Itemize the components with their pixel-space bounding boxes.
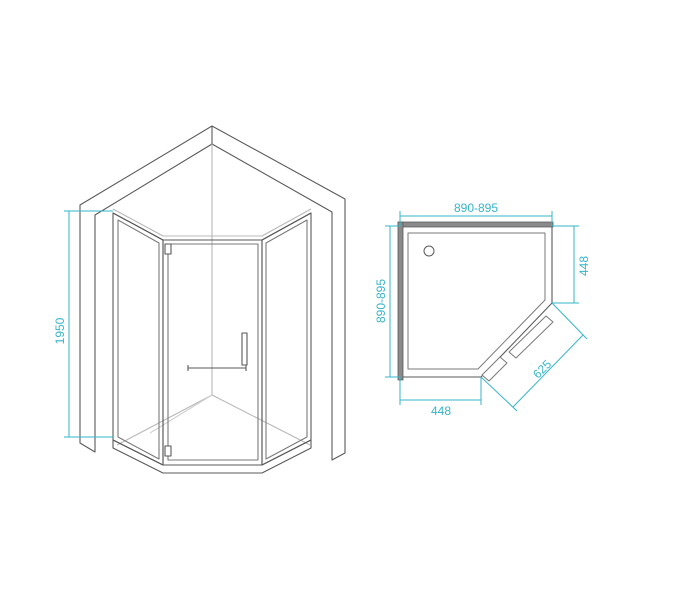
right-depth-label: 448 bbox=[577, 256, 591, 276]
left-glass-panel bbox=[112, 212, 164, 466]
plan-dimensions bbox=[385, 211, 588, 412]
lower-hinge-icon bbox=[164, 445, 172, 457]
door-handle bbox=[241, 332, 248, 366]
door-swing-upper bbox=[508, 315, 554, 359]
upper-hinge-icon bbox=[164, 243, 172, 255]
right-glass-panel bbox=[261, 212, 312, 466]
left-wall bbox=[397, 221, 404, 381]
top-view bbox=[385, 211, 588, 412]
side-depth-label: 890-895 bbox=[374, 279, 388, 323]
shower-tray bbox=[112, 439, 312, 474]
drain-icon bbox=[423, 245, 435, 257]
diagonal-label: 625 bbox=[530, 357, 554, 381]
back-wall bbox=[397, 221, 554, 228]
height-dimension bbox=[64, 210, 113, 438]
door-swing-lower bbox=[481, 356, 508, 382]
wall-outline bbox=[79, 125, 346, 461]
height-label: 1950 bbox=[53, 317, 67, 344]
top-frame bbox=[112, 208, 312, 241]
tray-inner bbox=[407, 232, 546, 370]
front-view bbox=[64, 125, 346, 474]
bottom-width-label: 448 bbox=[431, 404, 451, 418]
top-width-label: 890-895 bbox=[454, 201, 498, 215]
tray-outline bbox=[399, 225, 553, 378]
